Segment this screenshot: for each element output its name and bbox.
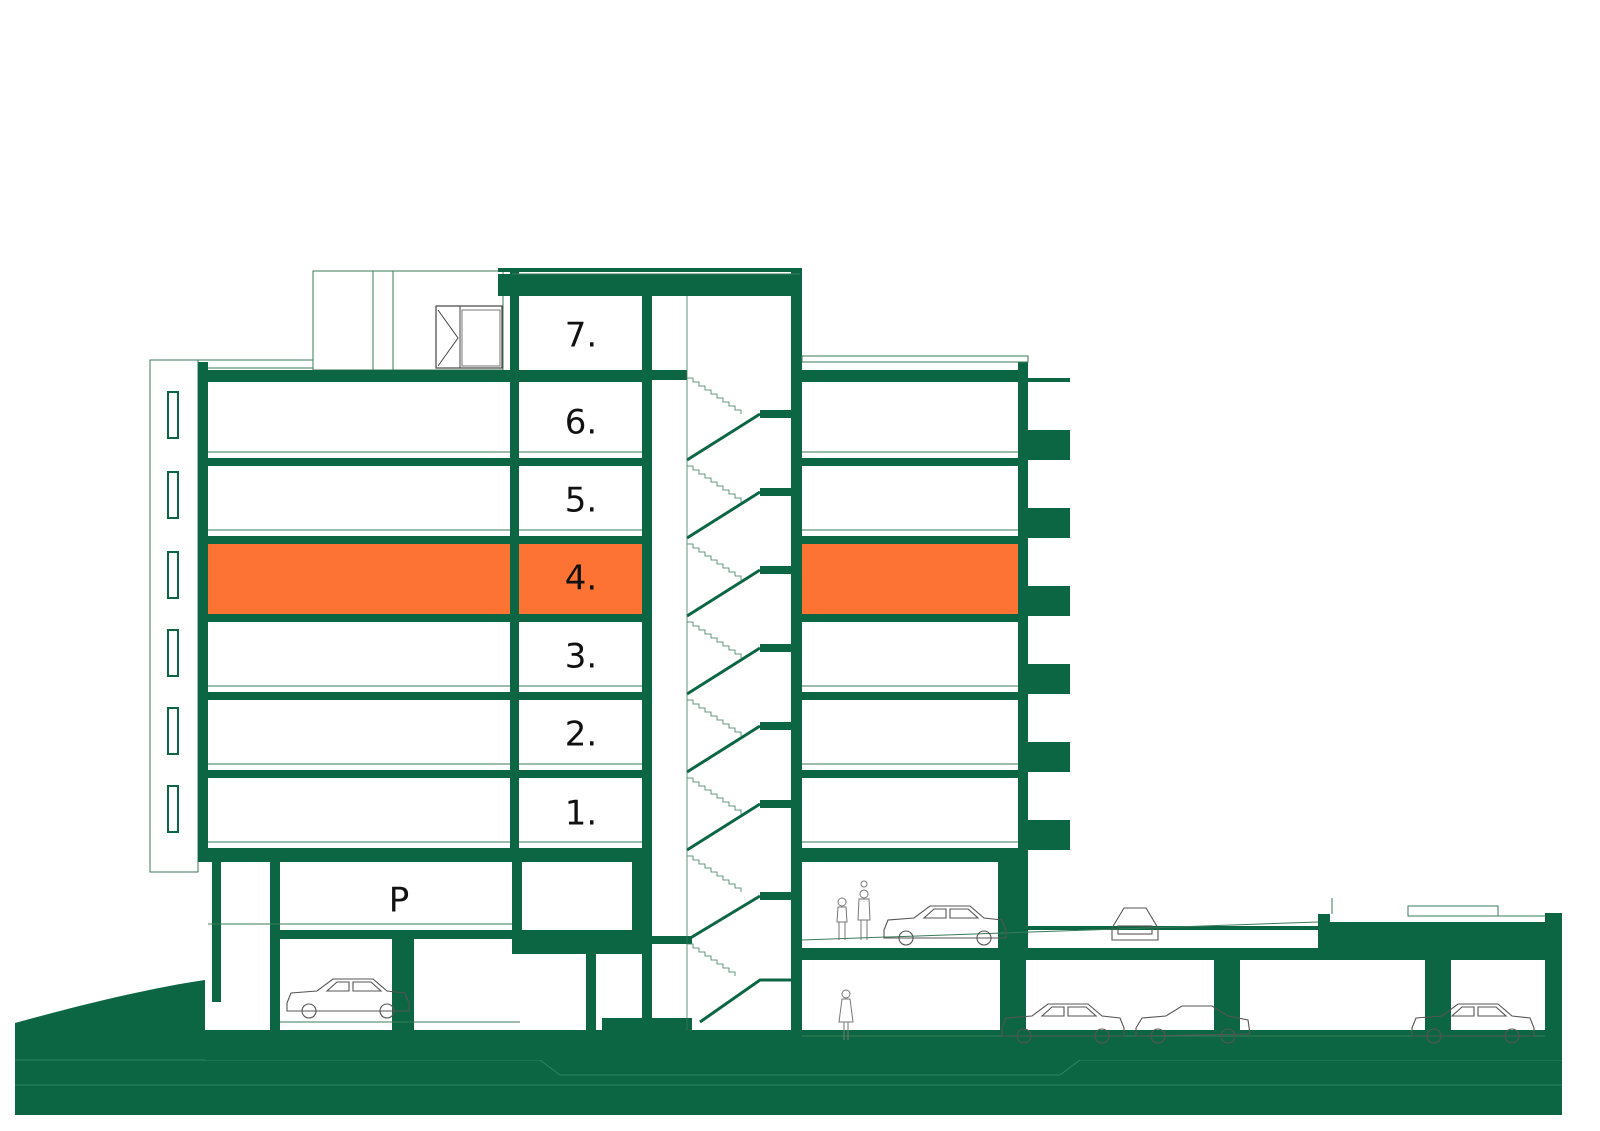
right-lower-wall [998,862,1028,948]
core-roof-slab [498,274,802,296]
roof-slab-right [791,370,1028,382]
car-illustration [1135,1005,1251,1044]
floor-label-2: 2. [565,715,597,755]
person-illustration [836,897,848,940]
core-wall-mid [642,290,652,1050]
right-outer-wall [1018,362,1028,854]
column [1214,960,1240,1030]
core-wall-left [510,270,519,854]
person-illustration [838,989,854,1040]
cars [286,905,1535,1044]
floor-slab [791,614,1028,622]
rooftop-penthouse [197,270,504,371]
column [392,939,414,1030]
balcony [1028,508,1070,538]
floor-4-band [208,544,510,614]
main-structure [198,268,1562,1050]
floor-label-5: 5. [565,481,597,521]
staircase [686,412,791,1024]
column [1000,960,1026,1030]
car-illustration [883,905,1007,946]
floor-slab [791,770,1028,778]
car-illustration [1411,1003,1535,1044]
balcony [1028,430,1070,460]
people [836,880,871,1040]
floor-slab [791,536,1028,544]
floor-4-band [802,544,1018,614]
stair-landing [760,892,791,900]
floor-label-3: 3. [565,637,597,677]
floor-label-7: 7. [565,316,597,356]
facade-window [167,391,179,439]
floor-slab [198,848,652,862]
floor-4-band [519,544,642,614]
core-block-lower [632,862,642,942]
floor-labels: 7. 6. 5. 4. 3. 2. 1. P [389,316,597,921]
floor-label-1: 1. [565,794,597,834]
floor-slab [512,370,652,382]
parking-label: P [389,881,410,921]
floor-label-6: 6. [565,403,597,443]
facade-window [167,551,179,599]
stair-landing [652,936,692,944]
roof-slab-left [198,370,513,382]
ramp-slab [802,948,1318,960]
balcony [1028,742,1070,772]
column [270,862,280,1030]
floor-slab [198,770,652,778]
ramp-slab [1318,948,1562,960]
column [212,862,221,1002]
facade-window [167,707,179,755]
person-illustration [857,880,871,940]
balcony [1028,664,1070,694]
finish-lines [208,273,1545,1037]
stair-steps [686,296,742,1030]
stair-landing [760,488,791,496]
facade-windows [167,391,179,833]
stair-landing [760,800,791,808]
penthouse-door [435,305,503,369]
floor-label-4: 4. [565,559,597,599]
highlighted-floor-4 [208,544,1018,614]
balcony [1028,820,1070,850]
floor-slab [198,614,652,622]
floor-slab [791,692,1028,700]
left-outer-wall [198,362,208,854]
stair-landing [652,370,687,380]
penthouse-volume [312,270,504,371]
parking-slab [270,930,512,939]
stair-landing [760,566,791,574]
stair-landing [760,644,791,652]
floor-slab [198,692,652,700]
street-ramp [1028,926,1318,930]
roof-parapet-left [197,359,314,369]
stair-landing [760,722,791,730]
left-facade [149,359,199,873]
floor-slab [791,458,1028,466]
raised-deck [1318,922,1562,948]
car-illustration [1111,907,1159,941]
car-illustration [1001,1003,1125,1044]
stair-landing [760,410,791,418]
floor-slab [791,848,1028,862]
facade-window [167,629,179,677]
facade-window [167,471,179,519]
balcony [1028,586,1070,616]
facade-window [167,785,179,833]
floor-slab [198,536,652,544]
core-block-lower [512,862,522,942]
column [1425,960,1451,1030]
core-wall-right [791,270,802,1050]
basement-foundation [205,1030,1562,1060]
car-illustration [286,978,410,1019]
floor-slab [198,458,652,466]
ground [15,980,1562,1115]
